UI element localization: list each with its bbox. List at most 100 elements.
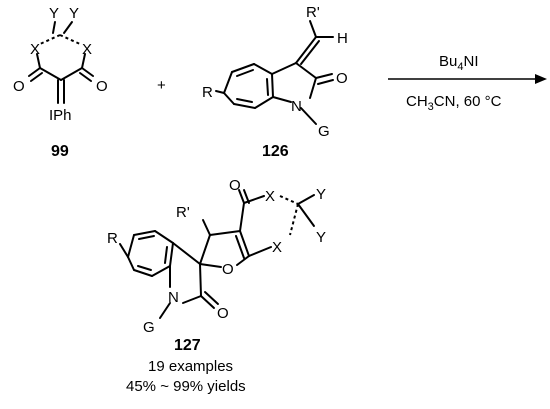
bond: [223, 71, 233, 94]
bond: [133, 230, 156, 236]
atom-o: O: [336, 70, 348, 87]
bond: [164, 246, 168, 264]
atom-y: Y: [69, 5, 79, 22]
bond: [137, 265, 152, 271]
bond: [127, 234, 135, 258]
compound-number: 126: [262, 143, 289, 160]
atom-r: R: [107, 230, 118, 247]
bond: [199, 234, 211, 265]
bond-dashed: [279, 195, 299, 205]
bond: [199, 263, 202, 297]
reactant-126: R' H R O N G 126: [202, 4, 348, 160]
bond: [154, 230, 174, 244]
atom-n: N: [168, 289, 179, 306]
atom-o: O: [229, 177, 241, 194]
atom-o: O: [13, 78, 25, 95]
atom-x: X: [82, 41, 92, 58]
atom-y: Y: [316, 229, 326, 246]
atom-r-prime: R': [306, 4, 320, 21]
bond: [159, 302, 171, 319]
reactant-99: Y Y X X O O IPh 99: [13, 5, 108, 160]
bond: [238, 189, 245, 204]
bond: [127, 256, 135, 271]
bond: [60, 67, 83, 81]
bond: [300, 40, 320, 65]
atom-y: Y: [49, 5, 59, 22]
bond: [204, 291, 219, 305]
bond: [266, 78, 269, 96]
atom-o: O: [222, 261, 234, 278]
bond: [215, 90, 225, 94]
bond: [233, 103, 256, 109]
bond: [295, 62, 317, 79]
atom-g: G: [318, 123, 330, 140]
bond: [63, 21, 73, 34]
atom-y: Y: [316, 186, 326, 203]
bond: [272, 96, 292, 103]
bond: [236, 98, 253, 103]
atom-r-prime: R': [176, 204, 190, 221]
bond: [297, 203, 315, 227]
atom-r: R: [202, 84, 213, 101]
plus-sign: +: [157, 77, 166, 94]
bond: [300, 107, 317, 125]
bond: [236, 255, 250, 266]
bond: [182, 295, 202, 304]
bond: [30, 72, 43, 82]
bond: [243, 195, 265, 204]
bond: [271, 73, 274, 98]
atom-n: N: [291, 98, 302, 115]
bond: [236, 69, 254, 77]
arrowhead: [535, 74, 547, 84]
bond: [271, 62, 297, 75]
bond: [202, 219, 211, 236]
bond: [254, 96, 274, 109]
examples-count: 19 examples: [148, 358, 233, 375]
bond: [151, 265, 171, 277]
reaction-arrow: [388, 74, 547, 84]
bond: [253, 63, 273, 75]
atom-g: G: [143, 319, 155, 336]
bond: [309, 20, 317, 38]
compound-number: 127: [174, 337, 201, 354]
bond: [200, 295, 215, 309]
bond: [309, 77, 317, 99]
atom-h: H: [337, 30, 348, 47]
bond: [39, 67, 62, 81]
reagent-label: Bu4NI: [439, 53, 478, 73]
bond: [223, 92, 235, 105]
compound-number: 99: [51, 143, 69, 160]
bond: [36, 53, 41, 69]
bond: [169, 242, 174, 267]
solvent-temp-label: CH3CN, 60 °C: [406, 93, 502, 113]
bond: [248, 246, 272, 257]
bond: [297, 194, 315, 205]
bond: [79, 72, 92, 82]
bond: [172, 242, 201, 265]
bond: [133, 269, 153, 277]
yield-range: 45% ~ 99% yields: [126, 378, 246, 395]
bond: [138, 235, 155, 240]
bond: [235, 235, 245, 259]
bond-dashed: [289, 203, 299, 236]
bond: [81, 53, 86, 69]
bond: [28, 67, 41, 77]
atom-x: X: [272, 239, 282, 256]
atom-x: X: [265, 188, 275, 205]
bond: [199, 263, 222, 268]
bond-dashed: [59, 34, 81, 45]
bond: [119, 243, 129, 258]
bond: [239, 202, 245, 232]
product-127: R R' O X Y Y X O O N G 127: [107, 177, 326, 354]
iph-label: IPh: [49, 107, 72, 124]
bond: [317, 79, 334, 85]
atom-o: O: [217, 305, 229, 322]
bond: [315, 73, 333, 79]
bond: [231, 63, 255, 73]
bond: [81, 67, 94, 77]
bond: [295, 36, 317, 64]
bond-dashed: [39, 34, 61, 45]
bond: [209, 230, 241, 236]
atom-x: X: [30, 41, 40, 58]
